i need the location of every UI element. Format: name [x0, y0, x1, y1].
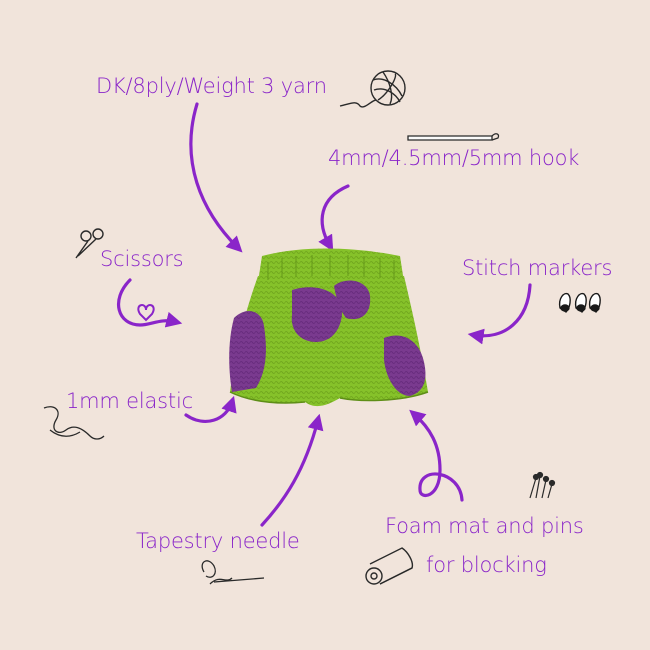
label-hook: 4mm/4.5mm/5mm hook: [328, 146, 580, 170]
foam-mat-icon: [365, 547, 414, 585]
arrow-yarn: [189, 102, 243, 253]
shorts-purple-right-side: [384, 335, 426, 396]
yarn-ball-icon: [339, 70, 406, 108]
shorts-purple-front-left: [291, 287, 343, 342]
label-foam-line1: Foam mat and pins: [385, 514, 584, 538]
shorts-body: [230, 271, 428, 407]
crochet-hook-icon: [407, 133, 500, 141]
label-elastic: 1mm elastic: [66, 389, 193, 413]
label-needle: Tapestry needle: [136, 529, 300, 553]
arrow-scissors: [117, 278, 183, 328]
elastic-thread-icon: [43, 406, 105, 440]
stitch-markers-icon: [558, 292, 601, 313]
arrow-needle: [260, 413, 324, 527]
shorts-purple-front-right: [334, 280, 371, 320]
tapestry-needle-icon: [201, 560, 265, 585]
label-stitch-markers: Stitch markers: [462, 256, 613, 280]
heart-icon: [137, 304, 155, 322]
label-yarn: DK/8ply/Weight 3 yarn: [96, 74, 327, 98]
shorts-purple-left-side: [229, 311, 266, 392]
arrow-foam: [409, 409, 464, 502]
pins-icon: [529, 471, 556, 499]
label-scissors: Scissors: [100, 247, 184, 271]
scissors-icon: [75, 228, 104, 259]
arrow-elastic: [184, 395, 237, 424]
arrow-stitch: [467, 283, 532, 345]
arrow-hook: [318, 184, 350, 252]
label-foam-line2: for blocking: [426, 553, 547, 577]
